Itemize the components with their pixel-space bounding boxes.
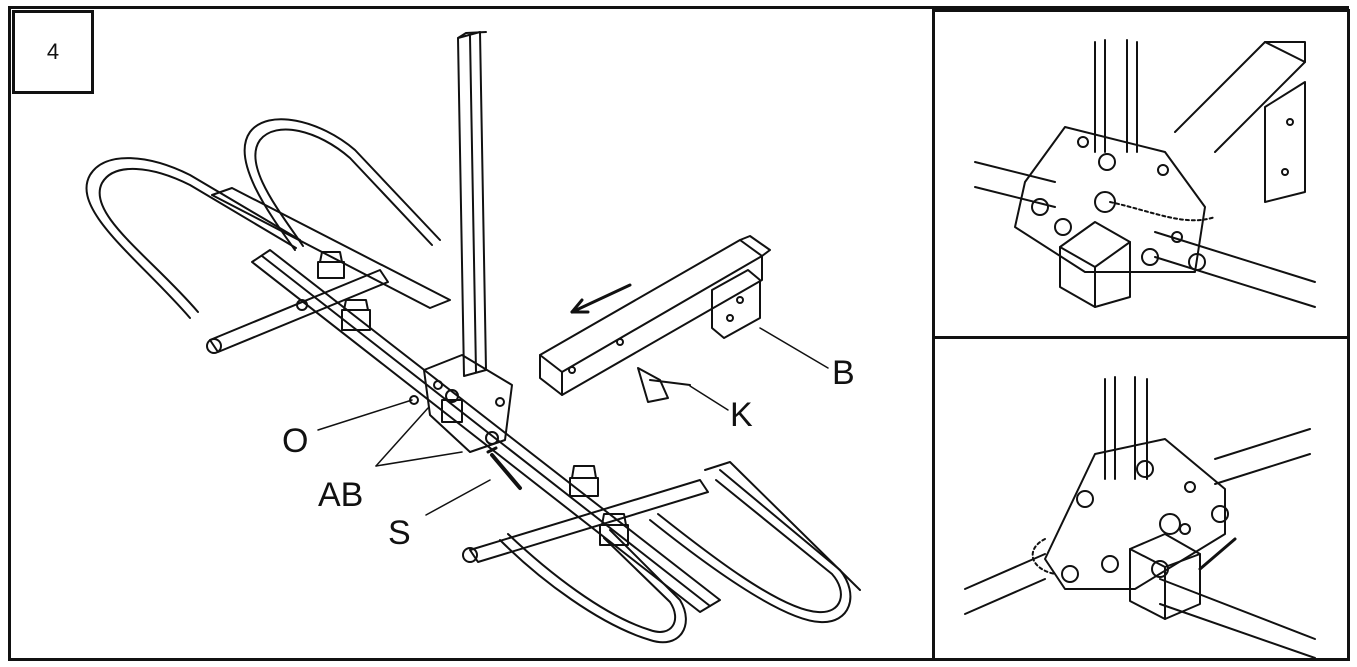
- callout-o: O: [282, 422, 309, 460]
- leader-ab-2: [375, 451, 463, 467]
- callout-ab: AB: [318, 476, 364, 514]
- leader-lines: [317, 327, 829, 516]
- detail-top-drawing: [974, 39, 1316, 308]
- center-bracket: [423, 354, 513, 453]
- detail-bottom-drawing: [964, 376, 1316, 658]
- callout-k: K: [730, 396, 753, 434]
- wheel-tray-lower: [499, 461, 861, 644]
- callout-b: B: [832, 354, 855, 392]
- leader-s: [425, 479, 491, 516]
- step-number-box: 4: [12, 10, 94, 94]
- leader-o: [317, 399, 413, 431]
- crossbar-lower: [462, 465, 709, 563]
- receiver-tube: [539, 235, 771, 396]
- crossbar-upper: [206, 251, 389, 354]
- nut-o: [409, 395, 419, 405]
- main-beam: [251, 249, 721, 613]
- leader-ab-1: [375, 407, 429, 467]
- leader-b: [759, 327, 829, 369]
- arrow-left-icon: [570, 283, 632, 314]
- detail-view-bottom: [932, 336, 1350, 661]
- detail-view-top: [932, 9, 1350, 339]
- leader-k: [689, 385, 729, 411]
- step-number: 4: [46, 39, 60, 64]
- wheel-tray-upper: [85, 118, 451, 319]
- hitch-clip: [637, 367, 691, 403]
- vertical-mast: [457, 31, 487, 377]
- callout-s: S: [388, 514, 411, 552]
- long-bolt: [486, 446, 522, 490]
- assembly-drawing: [85, 31, 861, 644]
